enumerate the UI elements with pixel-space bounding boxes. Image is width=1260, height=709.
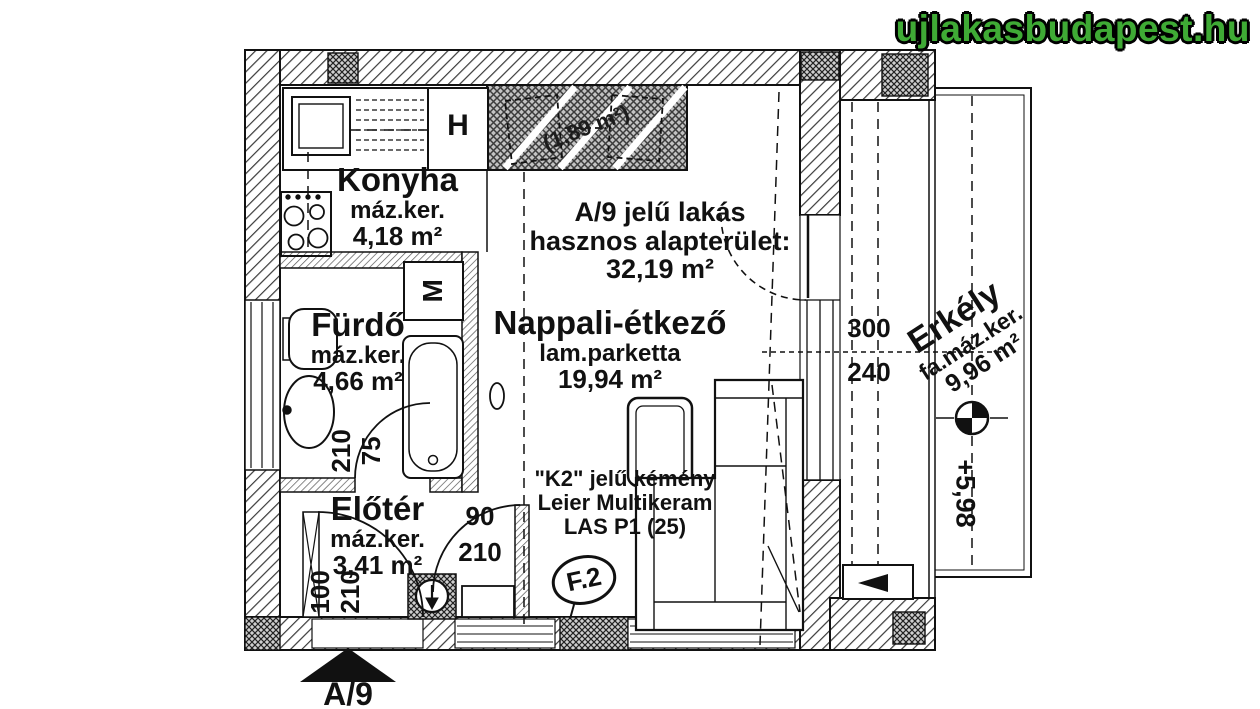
chimney-note-line1: "K2" jelű kémény bbox=[534, 466, 716, 491]
dim-balcony-opening: 300 240 bbox=[840, 313, 898, 388]
chimney-note-line3: LAS P1 (25) bbox=[563, 513, 687, 539]
konyha-finish: máz.ker. bbox=[350, 196, 445, 224]
stove bbox=[280, 191, 332, 257]
chimney-note-line2: Leier Multikeram bbox=[537, 489, 713, 515]
konyha-area: 4,18 m² bbox=[352, 221, 443, 252]
dim-entry-a: 100 bbox=[305, 570, 336, 614]
dim-balcony-b: 240 bbox=[847, 356, 891, 387]
bathtub bbox=[402, 335, 464, 479]
dim-hall-door: 90 210 bbox=[450, 501, 510, 568]
washer-label: M bbox=[417, 279, 449, 303]
washbasin bbox=[282, 375, 335, 449]
toilet bbox=[282, 308, 338, 370]
cabinet bbox=[461, 585, 515, 618]
washer-box bbox=[403, 261, 464, 321]
kitchen-sink bbox=[291, 96, 351, 156]
dim-entry-b: 210 bbox=[335, 570, 365, 614]
door-arcs bbox=[317, 402, 521, 618]
room-label-nappali: Nappali-étkező lam.parketta 19,94 m² bbox=[470, 304, 750, 395]
eloter-finish: máz.ker. bbox=[330, 525, 425, 553]
kitchen-counter bbox=[282, 87, 489, 171]
site-logo: ujlakasbudapest.hu bbox=[895, 8, 1250, 49]
konyha-name: Konyha bbox=[336, 161, 458, 198]
dim-hall-a: 90 bbox=[465, 501, 495, 531]
furdo-finish: máz.ker. bbox=[310, 341, 406, 369]
headline-line2: hasznos alapterület: bbox=[529, 225, 791, 256]
dim-bath-b: 75 bbox=[356, 436, 386, 466]
dim-bath-a: 210 bbox=[326, 429, 357, 473]
flue-bubble bbox=[551, 555, 617, 620]
entrance-arrow-icon bbox=[300, 648, 396, 682]
flue-box bbox=[407, 573, 457, 620]
nappali-name: Nappali-étkező bbox=[493, 304, 727, 341]
furdo-name: Fürdő bbox=[311, 306, 405, 343]
room-label-furdo: Fürdő máz.ker. 4,66 m² bbox=[278, 306, 438, 397]
unit-label: A/9 bbox=[323, 676, 373, 709]
elevation-marker bbox=[936, 400, 1008, 436]
headline-line1: A/9 jelű lakás bbox=[574, 197, 746, 227]
hall-door-arc bbox=[432, 504, 521, 593]
room-label-eloter: Előtér máz.ker. 3,41 m² bbox=[295, 490, 460, 581]
entry-opening bbox=[311, 618, 424, 649]
masonry-piers bbox=[244, 51, 929, 651]
dim-entry-door: 100 210 bbox=[305, 547, 366, 637]
entry-door-arc bbox=[317, 511, 424, 618]
dim-hall-b: 210 bbox=[458, 536, 502, 567]
eloter-name: Előtér bbox=[330, 490, 425, 527]
balcony-railing bbox=[935, 87, 1032, 578]
furdo-area: 4,66 m² bbox=[313, 366, 403, 397]
balcony-glazing bbox=[720, 100, 936, 598]
balcony-door-swing-arc bbox=[720, 214, 807, 301]
left-arrow-icon bbox=[858, 574, 888, 592]
entry-door-leaf bbox=[302, 511, 320, 618]
nappali-finish: lam.parketta bbox=[539, 339, 681, 367]
room-label-konyha: Konyha máz.ker. 4,18 m² bbox=[305, 161, 490, 252]
fridge-box bbox=[427, 87, 489, 171]
dim-balcony-a: 300 bbox=[847, 313, 891, 343]
chimney-note: "K2" jelű kémény Leier Multikeram LAS P1… bbox=[515, 467, 735, 538]
drain-arrow bbox=[842, 564, 914, 600]
nappali-area: 19,94 m² bbox=[557, 364, 663, 395]
eloter-area: 3,41 m² bbox=[332, 550, 423, 581]
duct-column bbox=[489, 382, 505, 410]
corner-sofa bbox=[634, 378, 805, 632]
apartment-headline: A/9 jelű lakás hasznos alapterület: 32,1… bbox=[520, 198, 800, 284]
dashed-lines bbox=[307, 91, 973, 646]
fridge-label: H bbox=[447, 109, 469, 142]
duct-outlines bbox=[504, 93, 664, 166]
dim-bath-door: 210 75 bbox=[326, 406, 387, 496]
headline-area: 32,19 m² bbox=[605, 254, 715, 285]
bath-door-arc bbox=[354, 402, 431, 479]
elevation-label: +5,98 bbox=[950, 459, 981, 528]
